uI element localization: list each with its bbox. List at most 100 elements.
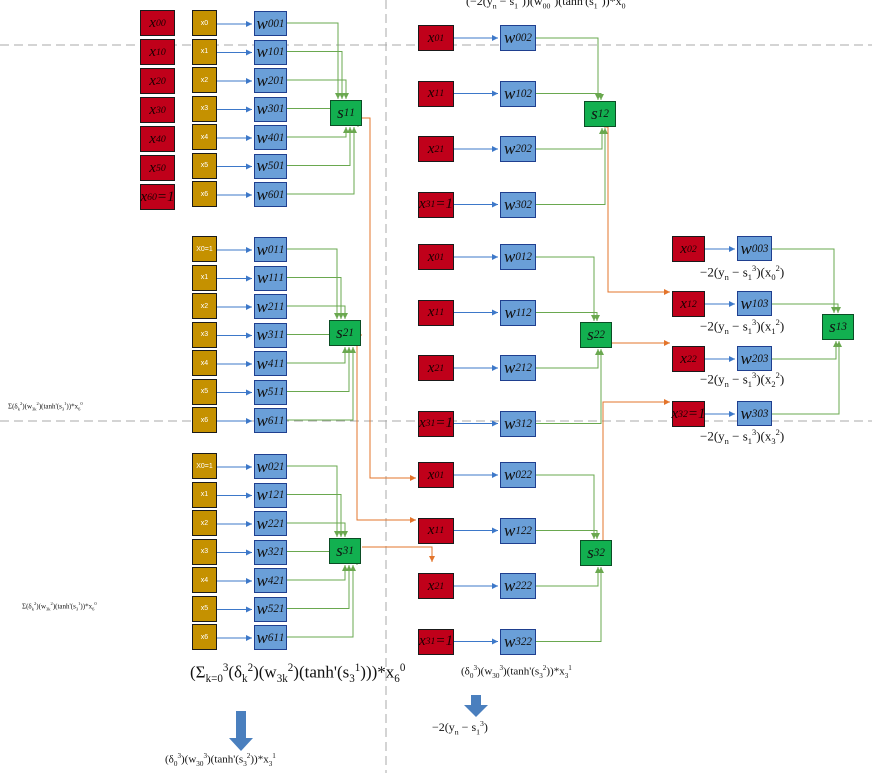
- sum-formula-bottom-big: (Σk=03(δk2)(w3k2)(tanh'(s31)))*x60: [190, 662, 406, 686]
- bias-input-node: x6: [192, 181, 217, 207]
- edge-forward-s11: [362, 117, 416, 481]
- edge-weight-to-sum: [287, 248, 340, 319]
- edge-weight-to-sum: [287, 347, 352, 392]
- edge-forward-s12: [604, 126, 670, 295]
- edge-weight-to-sum: [536, 567, 604, 642]
- edge-weight-to-sum: [536, 567, 601, 587]
- edge-weight-to-sum: [536, 128, 608, 205]
- edge-weight-to-sum: [287, 127, 357, 195]
- edge-weight-to-sum: [772, 248, 837, 313]
- bias-input-node: x1: [192, 264, 217, 291]
- bias-input-node: x5: [192, 595, 217, 622]
- bias-input-node: x3: [192, 321, 217, 348]
- edge-forward-s32: [602, 399, 670, 540]
- edge-weight-to-sum: [536, 37, 601, 100]
- edge-weight-to-sum: [287, 565, 356, 638]
- sum-formula-left-mid: Σ(δk2)(w3k2)(tanh'(s31))*x60: [8, 401, 83, 412]
- edge-weight-to-sum: [536, 349, 601, 369]
- bias-input-node: x2: [192, 67, 217, 93]
- edge-weight-to-sum: [536, 256, 597, 321]
- bias-input-node: x4: [192, 124, 217, 150]
- edge-weight-to-sum: [287, 127, 349, 138]
- edge-weight-to-sum: [772, 303, 841, 313]
- edge-weight-to-sum: [287, 305, 348, 319]
- edge-weight-to-sum: [536, 312, 600, 321]
- edge-weight-to-sum: [287, 347, 348, 364]
- edge-weight-to-sum: [287, 494, 344, 537]
- bias-input-node: x4: [192, 350, 217, 376]
- layer3-grad-1: −2(yn − s13)(x12): [700, 317, 785, 336]
- bias-input-node: x5: [192, 152, 217, 179]
- bias-input-node: x1: [192, 481, 217, 508]
- layer3-grad-2: −2(yn − s13)(x22): [700, 370, 785, 389]
- edge-weight-to-sum: [287, 127, 353, 166]
- edge-weight-to-sum: [536, 349, 604, 424]
- down-arrow-middle: [464, 695, 488, 717]
- down-arrow-left: [229, 711, 253, 751]
- edge-forward-s31: [362, 546, 435, 562]
- edge-weight-to-sum: [772, 341, 839, 360]
- bias-input-node: x6: [192, 624, 217, 650]
- edge-weight-to-sum: [287, 465, 340, 537]
- layer3-grad-3: −2(yn − s13)(x32): [700, 427, 785, 446]
- sum-formula-left-low: Σ(δk2)(w3k2)(tanh'(s31))*x60: [22, 601, 97, 612]
- edge-weight-to-sum: [772, 341, 842, 415]
- bias-input-node: x2: [192, 510, 217, 536]
- edge-weight-to-sum: [536, 474, 597, 539]
- bias-input-node: x3: [192, 538, 217, 565]
- layer3-grad-0: −2(yn − s13)(x02): [700, 263, 785, 282]
- bias-input-node: X0=1: [192, 236, 217, 262]
- bias-input-node: x3: [192, 95, 217, 122]
- edge-weight-to-sum: [287, 565, 348, 581]
- edge-weight-to-sum: [536, 128, 605, 150]
